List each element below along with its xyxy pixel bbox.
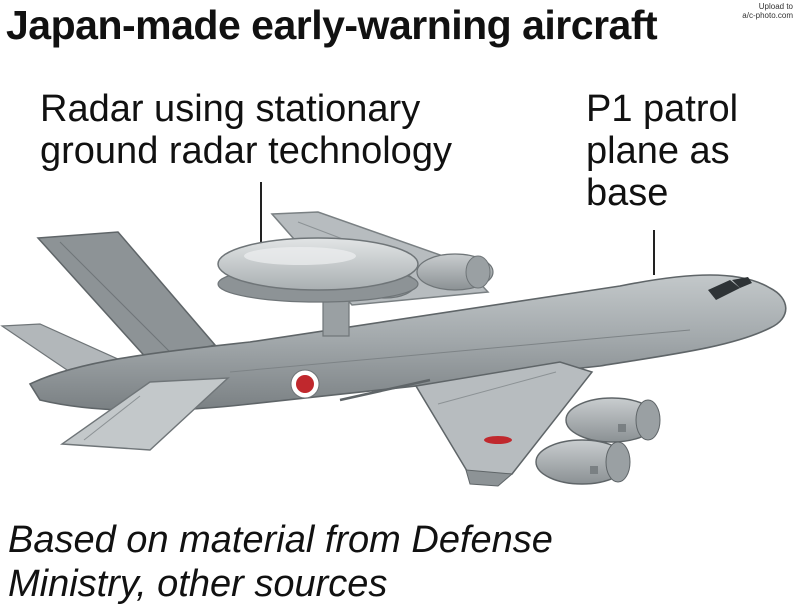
base-callout-line-3: base bbox=[586, 172, 669, 214]
watermark-line-1: Upload to bbox=[758, 2, 793, 11]
watermark-line-2: a/c-photo.com bbox=[742, 11, 793, 20]
base-callout: P1 patrol plane as base bbox=[586, 88, 738, 214]
near-engines bbox=[535, 397, 661, 485]
base-leader-line bbox=[653, 230, 655, 275]
source-note-line-1: Based on material from Defense bbox=[8, 519, 553, 561]
base-callout-line-2: plane as bbox=[586, 130, 730, 172]
source-note-line-2: Ministry, other sources bbox=[8, 563, 388, 605]
radar-callout: Radar using stationary ground radar tech… bbox=[40, 88, 452, 172]
radar-callout-line-2: ground radar technology bbox=[40, 130, 452, 172]
base-callout-line-1: P1 patrol bbox=[586, 88, 739, 130]
vertical-tail bbox=[36, 231, 217, 363]
near-wing bbox=[414, 361, 594, 487]
wing-roundel bbox=[484, 436, 512, 444]
radar-leader-line bbox=[260, 182, 262, 262]
near-stabilizer bbox=[59, 377, 230, 451]
radar-dome bbox=[217, 237, 419, 337]
fuselage bbox=[28, 274, 787, 412]
page-title: Japan-made early-warning aircraft bbox=[6, 2, 658, 48]
watermark-note: Upload to a/c-photo.com bbox=[733, 2, 793, 20]
source-note: Based on material from Defense Ministry,… bbox=[8, 518, 553, 606]
hinomaru-roundel bbox=[290, 369, 320, 399]
cockpit-windows bbox=[708, 277, 752, 300]
radar-callout-line-1: Radar using stationary bbox=[40, 88, 421, 130]
aircraft-illustration bbox=[0, 211, 787, 487]
